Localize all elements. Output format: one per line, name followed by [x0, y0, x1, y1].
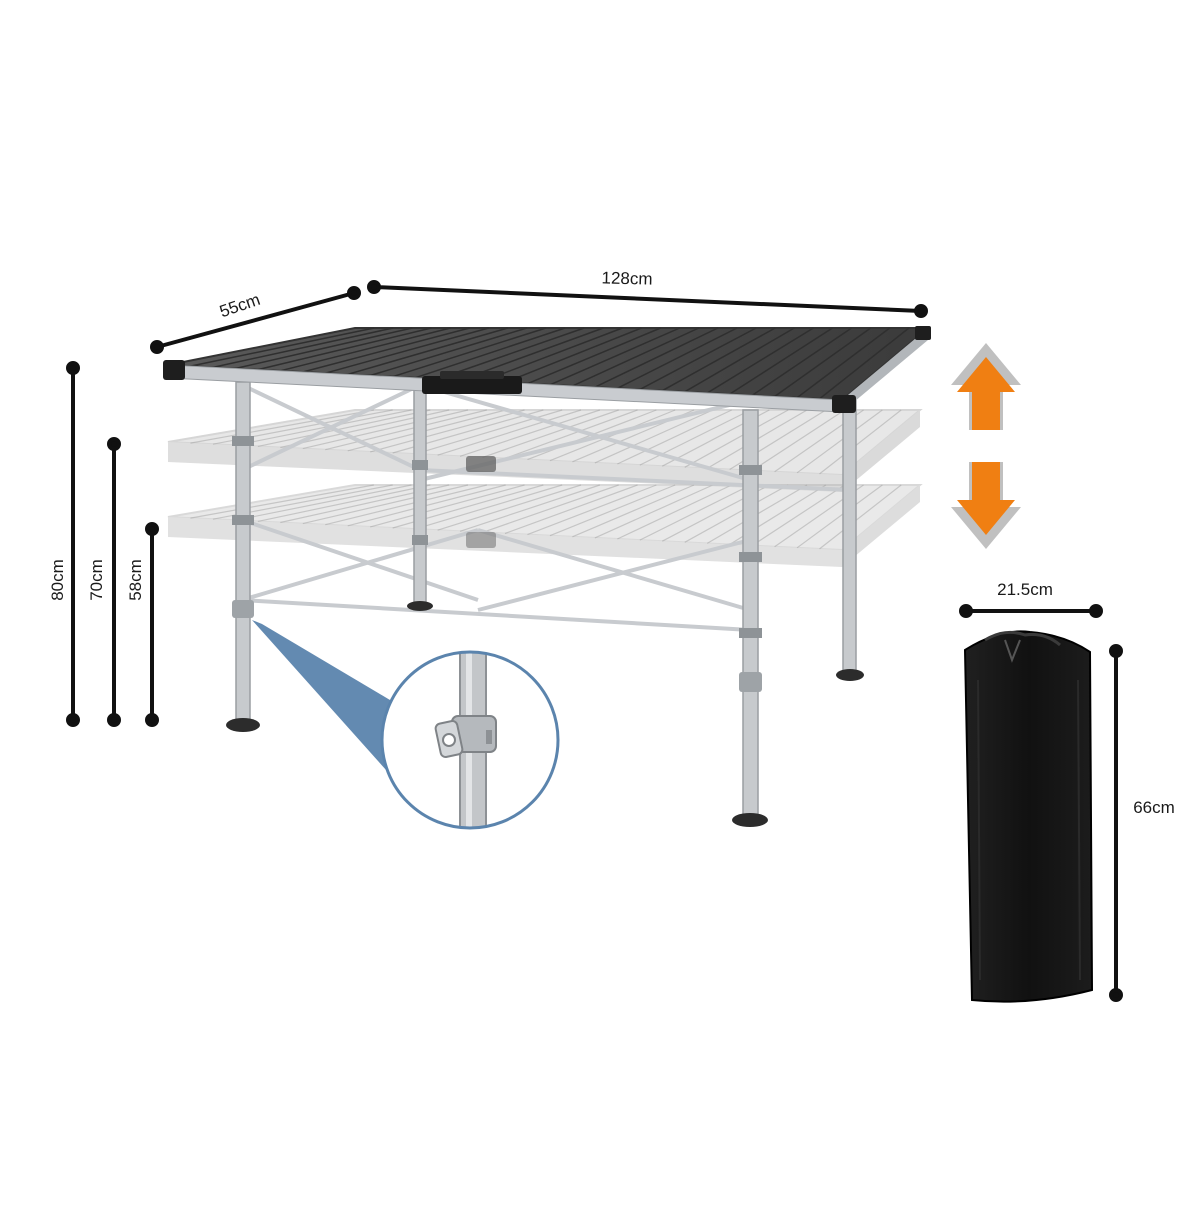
ghost-slat-line [751, 484, 845, 547]
slat-line [190, 327, 375, 367]
slat-line [347, 327, 509, 376]
ghost-slat-line [414, 484, 563, 530]
slat-line [819, 327, 910, 400]
height-mid-label: 70cm [87, 559, 106, 601]
arrow-down-icon [951, 462, 1021, 549]
ghost-slat-line [796, 484, 883, 549]
ghost-slat-line [459, 484, 601, 532]
ghost-slat-line [549, 484, 676, 537]
slat-line [414, 327, 566, 379]
ghost-slat-line [684, 409, 789, 468]
slat-line [392, 327, 547, 378]
ghost-slat-line [482, 409, 619, 458]
slat-line [437, 327, 585, 380]
slat-line [572, 327, 700, 387]
ghost-slat-line [684, 484, 789, 543]
bag-height-label: 66cm [1133, 798, 1175, 817]
slat-line [751, 327, 853, 396]
ghost-slat-line [190, 484, 374, 519]
arrow-up-icon [951, 343, 1021, 430]
ghost-slat-line [257, 484, 431, 522]
ghost-slat-line [527, 484, 657, 536]
slat-line [302, 327, 470, 373]
ghost-slat-line [572, 484, 695, 538]
ghost-slat-line [325, 409, 487, 451]
slat-line [774, 327, 872, 398]
slat-line [661, 327, 776, 392]
ghost-slat-line [617, 409, 732, 465]
cross-frame [241, 383, 851, 632]
slat-line [369, 327, 528, 377]
ghost-slat-line [370, 409, 525, 453]
ghost-slat-line [796, 409, 883, 474]
table-legs [226, 381, 864, 827]
slat-line [684, 327, 795, 393]
ghost-slat-line [819, 409, 902, 475]
ghost-slat-line [617, 484, 732, 540]
ghost-slat-line [594, 484, 714, 539]
ghost-table-low [167, 484, 923, 567]
ghost-slat-line [370, 484, 525, 528]
ghost-slat-line [302, 484, 469, 525]
slat-line [482, 327, 623, 383]
ghost-slat-line [594, 409, 714, 464]
height-high-label: 80cm [48, 559, 67, 601]
slat-line [325, 327, 489, 374]
ghost-slat-line [235, 409, 412, 446]
ghost-slat-line [325, 484, 487, 526]
ghost-table-mid [167, 409, 923, 492]
tabletop [163, 326, 931, 548]
slat-line [706, 327, 814, 394]
ghost-slat-line [482, 484, 619, 533]
ghost-slats [190, 409, 902, 550]
tabletop-slats [190, 327, 910, 400]
leg-lock-callout [252, 620, 560, 830]
slat-line [796, 327, 891, 399]
ghost-slat-line [257, 409, 431, 447]
ghost-slat-line [437, 484, 582, 531]
ghost-slat-line [190, 409, 374, 444]
slat-line [594, 327, 719, 388]
ghost-slat-line [437, 409, 582, 456]
slat-line [504, 327, 642, 384]
ghost-slat-line [235, 484, 412, 521]
bag-width-label: 21.5cm [997, 580, 1053, 599]
ghost-slat-line [504, 409, 638, 460]
height-low-label: 58cm [126, 559, 145, 601]
slat-line [549, 327, 681, 386]
ghost-slat-line [459, 409, 601, 457]
ghost-slat-line [639, 409, 751, 466]
ghost-slat-line [751, 409, 845, 472]
ghost-slat-line [504, 484, 638, 535]
carry-bag [963, 630, 1094, 1003]
slat-line [257, 327, 432, 371]
slat-line [729, 327, 833, 395]
slat-line [616, 327, 738, 390]
ghost-slat-line [302, 409, 469, 450]
slat-line [639, 327, 757, 391]
slat-line [235, 327, 413, 370]
slat-line [212, 327, 394, 369]
slat-line [527, 327, 661, 385]
dimension-lines [66, 280, 1123, 1002]
ghost-slat-line [639, 484, 751, 541]
slat-line [280, 327, 451, 372]
length-label: 128cm [601, 268, 653, 289]
ghost-slat-line [819, 484, 902, 550]
